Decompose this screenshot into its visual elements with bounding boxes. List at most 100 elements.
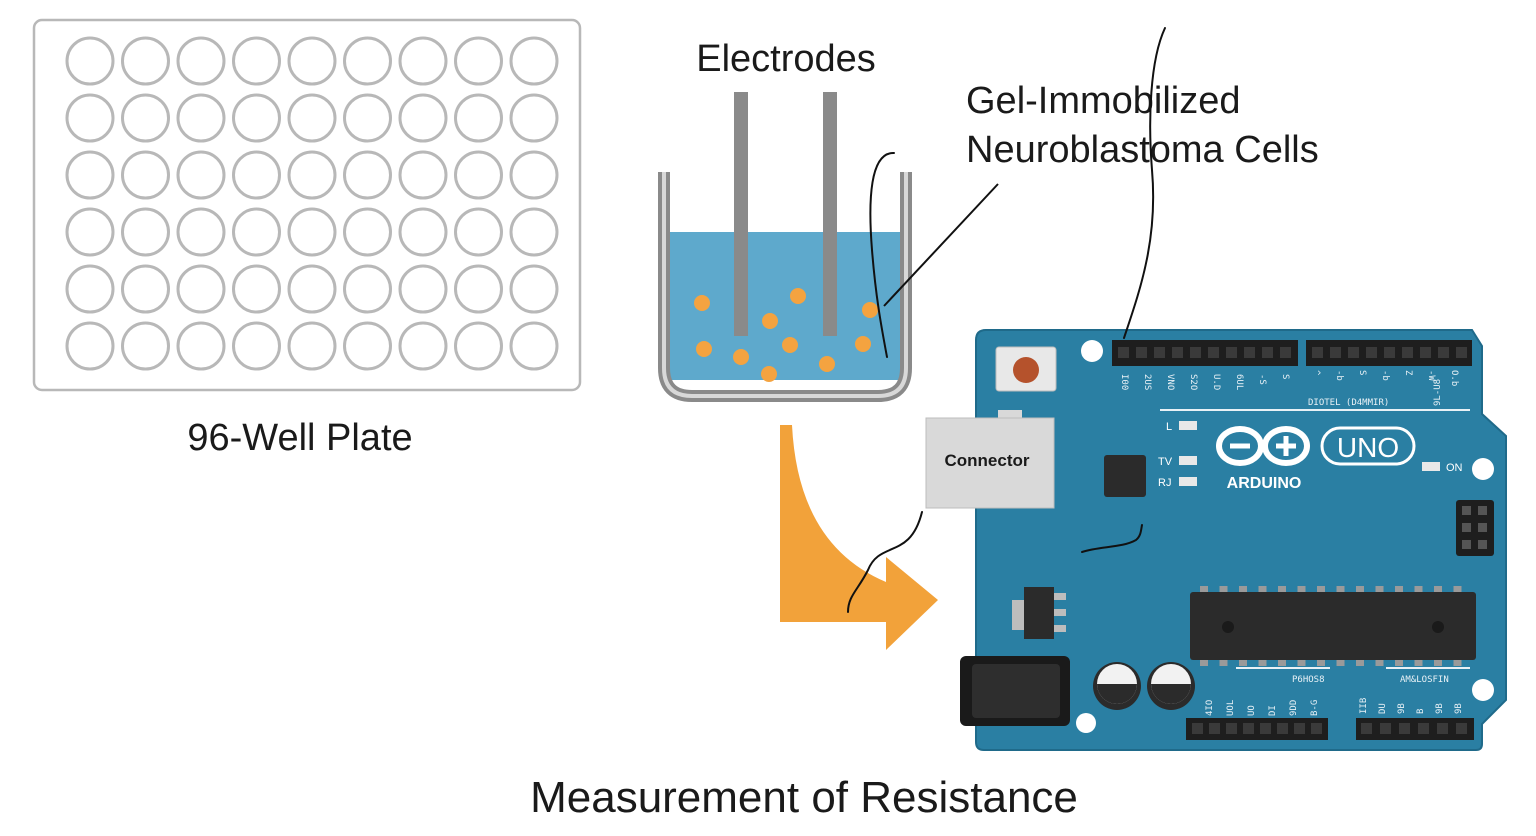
on-led-label: ON (1446, 462, 1463, 474)
header-pin (1209, 723, 1220, 734)
chip-leg (1258, 586, 1267, 592)
chip-leg (1297, 660, 1306, 666)
measurement-label: Measurement of Resistance (530, 773, 1078, 822)
well (287, 36, 337, 86)
well (287, 321, 337, 371)
pin-label: 9B (1454, 703, 1464, 714)
well (509, 207, 559, 257)
header-pin (1312, 347, 1323, 358)
header-pin (1190, 347, 1201, 358)
header-pin (1262, 347, 1273, 358)
pin-label: -b (1334, 370, 1344, 381)
chip-leg (1317, 660, 1325, 666)
well (121, 321, 170, 371)
header-pin (1438, 347, 1449, 358)
led-l-label: L (1166, 421, 1172, 433)
header-pin (1399, 723, 1410, 734)
pin-label: S (1280, 374, 1290, 379)
well (176, 264, 226, 314)
pin-label: Z (1403, 370, 1413, 376)
well (509, 36, 559, 86)
electrode-left (734, 92, 748, 336)
chip-leg (1219, 586, 1228, 592)
well (398, 207, 448, 257)
header-pin (1154, 347, 1165, 358)
well (121, 207, 170, 257)
well (287, 150, 337, 200)
well (398, 36, 448, 86)
pin-label: -W (1426, 370, 1436, 381)
pin-label: ^ (1311, 370, 1321, 376)
well (232, 150, 281, 200)
well (454, 321, 503, 371)
well (398, 150, 448, 200)
chip-leg (1219, 660, 1228, 666)
header-pin (1172, 347, 1183, 358)
well (454, 93, 503, 143)
header-pin (1118, 347, 1129, 358)
pin-label: UO (1247, 705, 1257, 716)
cells-label-line1: Gel-Immobilized (966, 80, 1241, 122)
uno-badge (1320, 426, 1416, 466)
pin-label: B (1416, 709, 1426, 714)
wire-top (1123, 27, 1166, 339)
pin-label: -S (1257, 374, 1267, 385)
power-header (1186, 718, 1328, 740)
microcontroller-chip (1190, 592, 1476, 660)
well (176, 93, 226, 143)
usb-chip (1104, 455, 1146, 497)
well (287, 93, 337, 143)
header-pin (1260, 723, 1271, 734)
chip-leg (1414, 660, 1423, 666)
header-pin (1311, 723, 1322, 734)
well (65, 36, 115, 86)
chip-leg (1356, 586, 1364, 592)
chip-leg (1356, 660, 1364, 666)
header-pin (1366, 347, 1377, 358)
wire-board (1081, 524, 1143, 553)
chip-leg (1336, 586, 1345, 592)
header-pin (1456, 347, 1467, 358)
chip-leg (1239, 660, 1247, 666)
electrodes-label: Electrodes (696, 38, 876, 80)
led-rx-label: RJ (1158, 477, 1171, 489)
well (454, 264, 503, 314)
header-pin (1330, 347, 1341, 358)
well (398, 93, 448, 143)
digital-header-label: DIOTEL (D4MMIR) (1308, 398, 1389, 408)
arduino-brand: ARDUINO (1227, 475, 1302, 492)
icsp-header (1456, 500, 1494, 556)
pin-label: DI (1268, 705, 1278, 716)
beaker (658, 92, 912, 402)
pin-label: DU (1378, 703, 1388, 714)
well (287, 207, 337, 257)
pin-label: U.D (1211, 374, 1221, 390)
arduino-model: UNO (1337, 432, 1399, 463)
header-pin (1418, 723, 1429, 734)
well (232, 321, 281, 371)
header-pin (1294, 723, 1305, 734)
chip-leg (1434, 586, 1442, 592)
connector-label: Connector (945, 451, 1030, 470)
well (509, 93, 559, 143)
chip-leg (1395, 660, 1403, 666)
pin-label: 2US (1142, 374, 1152, 390)
pin-label: I00 (1119, 374, 1129, 390)
well (65, 321, 115, 371)
well (65, 150, 115, 200)
pin-label: VNO (1165, 374, 1175, 390)
connector-box[interactable] (925, 417, 1055, 509)
pin-label: 4IO (1205, 700, 1215, 716)
header-pin (1208, 347, 1219, 358)
chip-leg (1297, 586, 1306, 592)
header-pin (1243, 723, 1254, 734)
capacitors (1093, 662, 1195, 710)
well (343, 264, 392, 314)
chip-leg (1375, 660, 1384, 666)
well (343, 150, 392, 200)
well (65, 264, 115, 314)
well (232, 36, 281, 86)
header-pin (1226, 723, 1237, 734)
well (65, 207, 115, 257)
wire-connector (847, 511, 923, 613)
